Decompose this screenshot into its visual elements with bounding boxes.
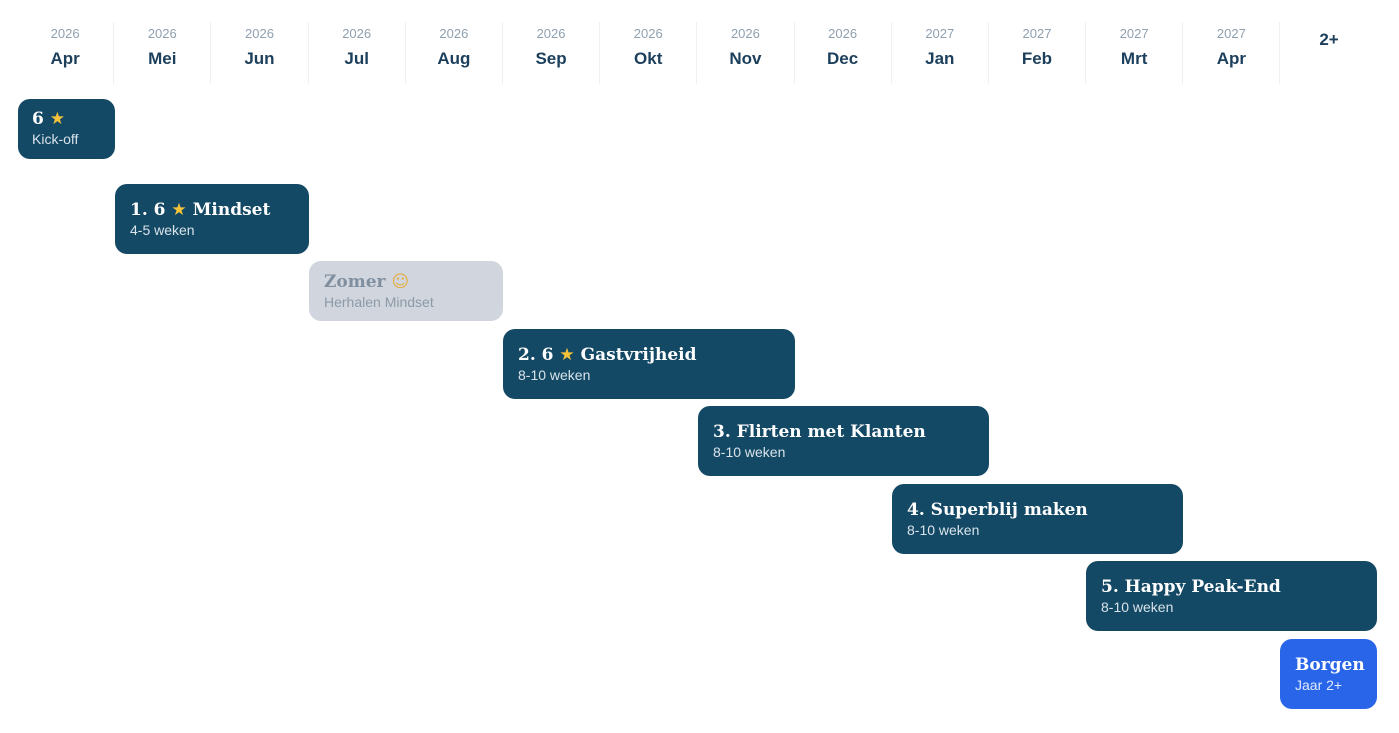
month-label: Jul bbox=[344, 49, 369, 68]
star-icon: ★ bbox=[49, 109, 66, 129]
task-title: Mindset bbox=[192, 200, 271, 220]
year-two-plus-label: 2+ bbox=[1319, 30, 1339, 49]
year-label: 2026 bbox=[342, 26, 372, 41]
star-icon: ★ bbox=[559, 345, 575, 365]
month-label: Dec bbox=[827, 49, 859, 68]
month-label: Mrt bbox=[1120, 49, 1148, 68]
year-two-plus-column: 2+ bbox=[1280, 22, 1377, 84]
task-bar-peak-end[interactable]: 5. Happy Peak-End 8-10 weken bbox=[1086, 561, 1377, 631]
task-title: 3. Flirten met Klanten bbox=[713, 422, 926, 442]
month-label: Mei bbox=[148, 49, 177, 68]
task-number: 6 bbox=[32, 109, 44, 129]
task-bar-borgen[interactable]: Borgen Jaar 2+ bbox=[1280, 639, 1377, 709]
task-bar-flirten[interactable]: 3. Flirten met Klanten 8-10 weken bbox=[698, 406, 989, 476]
task-bar-kickoff[interactable]: 6 ★ Kick-off bbox=[18, 99, 115, 159]
year-label: 2026 bbox=[730, 26, 760, 41]
month-label: Apr bbox=[50, 49, 80, 68]
task-bar-zomer[interactable]: Zomer ☺ Herhalen Mindset bbox=[309, 261, 503, 321]
year-label: 2027 bbox=[1119, 26, 1149, 41]
month-label: Jun bbox=[244, 49, 275, 68]
task-number: 1. 6 bbox=[130, 200, 166, 220]
year-label: 2026 bbox=[245, 26, 274, 41]
smiley-icon: ☺ bbox=[391, 272, 410, 292]
star-icon: ★ bbox=[171, 200, 187, 220]
month-label: Okt bbox=[634, 49, 663, 68]
month-label: Apr bbox=[1216, 49, 1246, 68]
month-label: Nov bbox=[729, 49, 762, 68]
month-label: Aug bbox=[437, 49, 471, 68]
year-label: 2026 bbox=[828, 26, 858, 41]
month-label: Feb bbox=[1021, 49, 1053, 68]
year-label: 2026 bbox=[439, 26, 469, 41]
task-bar-gastvrijheid[interactable]: 2. 6 ★ Gastvrijheid 8-10 weken bbox=[503, 329, 795, 399]
task-subtitle: Jaar 2+ bbox=[1295, 677, 1343, 693]
task-number: 2. 6 bbox=[518, 345, 554, 365]
year-label: 2027 bbox=[925, 26, 955, 41]
year-label: 2026 bbox=[147, 26, 177, 41]
task-subtitle: Kick-off bbox=[32, 131, 79, 147]
year-label: 2027 bbox=[1216, 26, 1246, 41]
task-bar-superblij[interactable]: 4. Superblij maken 8-10 weken bbox=[892, 484, 1183, 554]
month-label: Jan bbox=[925, 49, 955, 68]
task-subtitle: Herhalen Mindset bbox=[324, 294, 434, 310]
task-title: Zomer bbox=[324, 272, 386, 292]
task-subtitle: 8-10 weken bbox=[1101, 599, 1174, 615]
task-subtitle: 8-10 weken bbox=[713, 444, 786, 460]
task-title: Gastvrijheid bbox=[580, 345, 697, 365]
task-title: Borgen bbox=[1295, 655, 1365, 675]
year-label: 2026 bbox=[633, 26, 663, 41]
task-bar-mindset[interactable]: 1. 6 ★ Mindset 4-5 weken bbox=[115, 184, 309, 254]
year-label: 2026 bbox=[536, 26, 566, 41]
year-label: 2026 bbox=[50, 26, 80, 41]
year-label: 2027 bbox=[1022, 26, 1052, 41]
task-subtitle: 8-10 weken bbox=[907, 522, 980, 538]
task-title: 5. Happy Peak-End bbox=[1101, 577, 1281, 597]
task-subtitle: 4-5 weken bbox=[130, 222, 195, 238]
month-label: Sep bbox=[535, 49, 567, 68]
task-subtitle: 8-10 weken bbox=[518, 367, 591, 383]
task-title: 4. Superblij maken bbox=[907, 500, 1088, 520]
